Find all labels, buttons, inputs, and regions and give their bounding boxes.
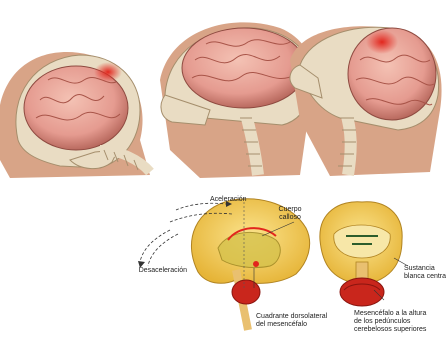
- cerebellum: [232, 280, 260, 304]
- label-quadrant-line1: Cuadrante dorsolateral: [256, 313, 327, 321]
- head-flexion-left: [0, 52, 150, 178]
- brain: [182, 28, 306, 108]
- head-extension-right: [290, 26, 442, 176]
- label-dorsolateral-quadrant: Cuadrante dorsolateral del mesencéfalo: [256, 313, 327, 329]
- label-midbrain-line3: cerebelosos superiores: [354, 326, 426, 334]
- label-corpus-callosum-line2: calloso: [270, 214, 310, 222]
- label-acceleration: Aceleración: [210, 196, 247, 204]
- label-white-matter-line1: Sustancia: [404, 265, 446, 273]
- label-corpus-callosum-line1: Cuerpo: [270, 206, 310, 214]
- label-central-white-matter: Sustancia blanca central: [404, 265, 446, 281]
- label-midbrain-line2: de los pedúnculos: [354, 318, 426, 326]
- coronal-brain-section: [320, 202, 402, 306]
- label-quadrant-line2: del mesencéfalo: [256, 321, 327, 329]
- label-deceleration: Desaceleración: [137, 267, 187, 275]
- head-neutral-center: [160, 22, 314, 178]
- label-white-matter-line2: blanca central: [404, 273, 446, 281]
- label-corpus-callosum: Cuerpo calloso: [270, 206, 310, 222]
- cerebellum: [340, 278, 384, 306]
- label-midbrain: Mesencéfalo a la altura de los pedúnculo…: [354, 310, 426, 334]
- label-midbrain-line1: Mesencéfalo a la altura: [354, 310, 426, 318]
